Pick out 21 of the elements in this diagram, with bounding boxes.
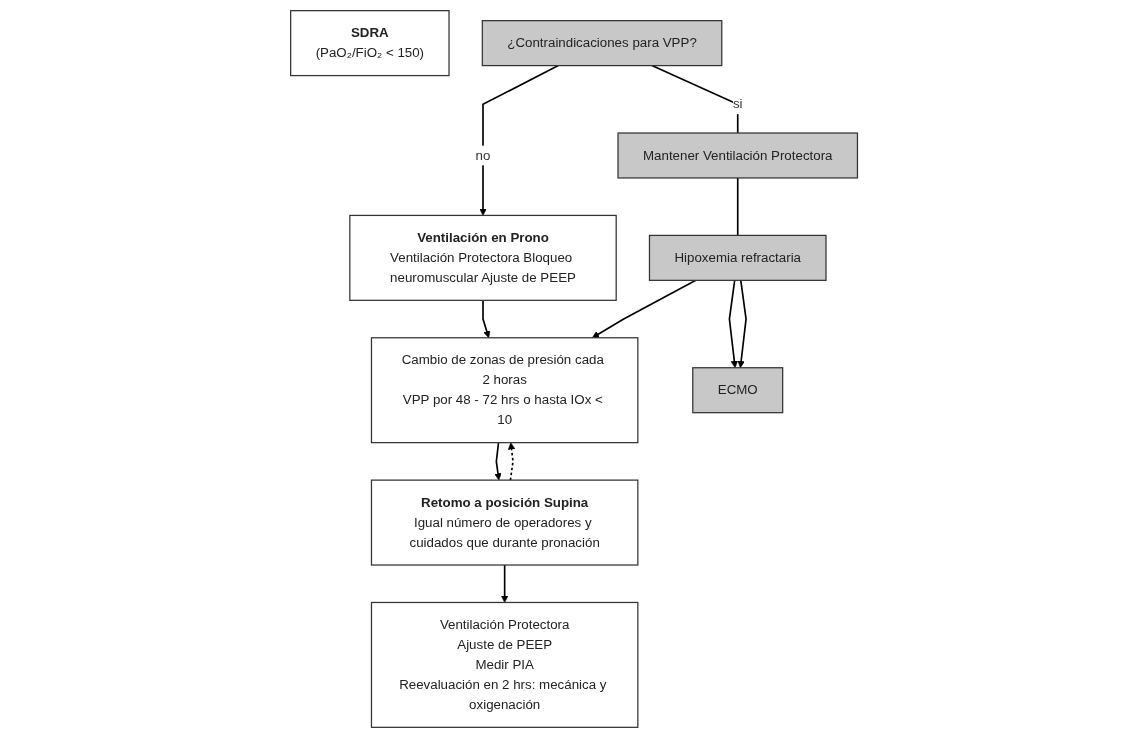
node-box: ¿Contraindicaciones para VPP? [481, 20, 723, 67]
node-box: Retomo a posición Supina Igual número de operadores y cuidados que durante pronación [370, 479, 639, 566]
node-box: Ventilación en Prono Ventilación Protectora Bloqueo neuromuscular Ajuste de PEEP [349, 214, 617, 301]
node-box: Hipoxemia refractaria [648, 234, 827, 281]
arrow [494, 441, 502, 481]
arrow [482, 299, 491, 339]
arrow [507, 442, 516, 481]
node-box: Mantener Ventilación Protectora [617, 132, 859, 179]
node-box: ECMO [692, 367, 784, 414]
node-box: SDRA (PaO₂/FiO₂ < 150) [289, 10, 450, 77]
edge-label: si [732, 96, 743, 111]
arrow [500, 564, 509, 603]
node-box: Cambio de zonas de presión cada 2 horas VPP por 48 - 72 hrs o hasta IOx < 10 [370, 337, 639, 444]
edge-label: no [475, 148, 491, 163]
arrow [592, 279, 697, 339]
connector [736, 177, 739, 237]
node-box: Ventilación Protectora Ajuste de PEEP Medir PIA Reevaluación en 2 hrs: mecánica y oxigenación [370, 601, 639, 728]
arrow [479, 64, 560, 216]
connector [651, 64, 739, 134]
arrow [728, 279, 738, 369]
arrow [737, 279, 747, 369]
